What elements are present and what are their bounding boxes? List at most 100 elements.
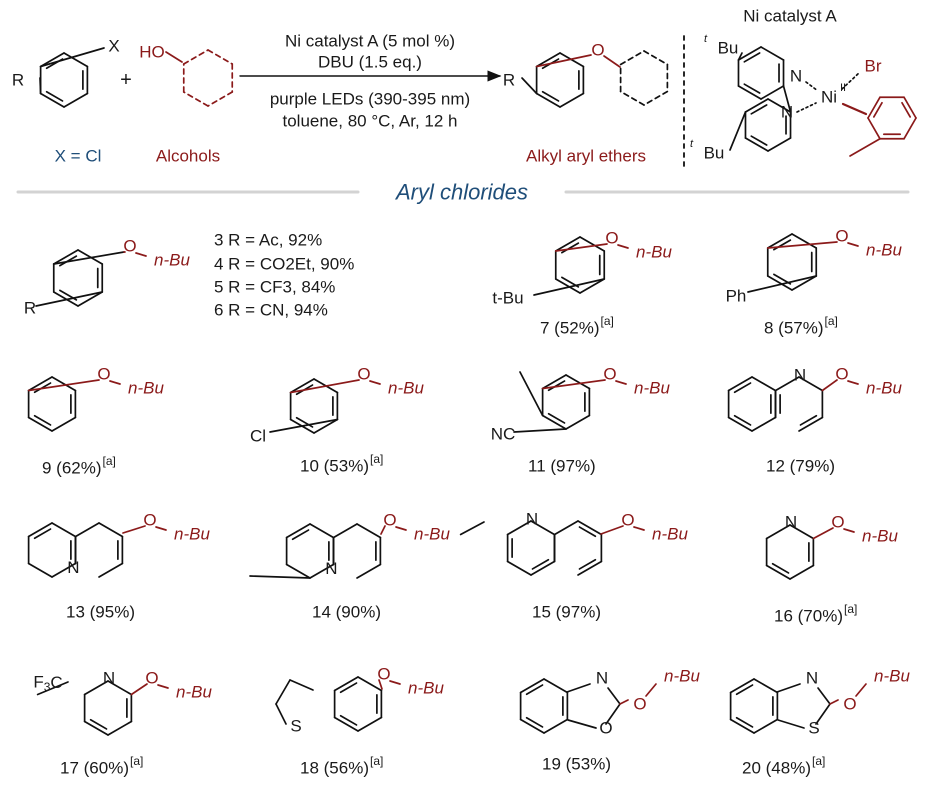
ring-bond <box>760 46 785 61</box>
oxygen-atom: O <box>835 227 848 246</box>
catalyst-tbu-top: Bu <box>718 39 739 58</box>
o-alkyl-bond <box>847 380 859 385</box>
ring-bond <box>98 522 124 538</box>
footnote-marker: [a] <box>844 602 857 616</box>
sulfur-atom: S <box>290 717 301 736</box>
ring-bond <box>519 718 545 734</box>
ring-bond <box>766 275 793 291</box>
ring-bond <box>579 278 606 294</box>
ring-bond <box>559 92 585 108</box>
compound-yield-label: 19 (53%) <box>542 755 611 774</box>
n-butyl-label: n-Bu <box>174 525 210 544</box>
bond <box>525 716 544 728</box>
cyclohexyl-bond <box>207 91 234 107</box>
ring-bond <box>798 376 824 392</box>
ring-bond <box>767 137 792 152</box>
n-butyl-label: n-Bu <box>128 379 164 398</box>
bond <box>849 137 881 157</box>
bond <box>45 90 64 102</box>
bond <box>872 101 883 118</box>
nitrogen-atom: N <box>325 559 337 578</box>
bond <box>459 521 485 536</box>
bond <box>275 703 287 725</box>
bond <box>645 683 657 697</box>
ring-bond <box>789 524 815 540</box>
ring-bond <box>867 96 881 119</box>
ring-bond <box>83 720 109 736</box>
footnote-marker: [a] <box>601 314 614 328</box>
n-butyl-label: n-Bu <box>664 667 700 686</box>
oxygen-atom: O <box>605 229 618 248</box>
o-alkyl-bond <box>615 380 627 385</box>
ring-bond <box>506 520 532 536</box>
bond <box>815 703 831 725</box>
oxygen-atom: O <box>835 365 848 384</box>
ring-bond <box>356 563 382 579</box>
bond <box>33 414 52 426</box>
chloro-label: Cl <box>250 427 266 446</box>
ring-bond <box>798 416 824 432</box>
compound-yield-label: 14 (90%) <box>312 603 381 622</box>
condition-solvent: toluene, 80 °C, Ar, 12 h <box>282 112 457 131</box>
ring-bond <box>357 716 383 732</box>
ring-bond <box>530 520 556 536</box>
ring-bond <box>729 678 755 694</box>
ring-bond <box>553 520 579 536</box>
ring-bond <box>765 524 791 540</box>
catalyst-title: Ni catalyst A <box>743 7 837 26</box>
ring-bond <box>27 376 53 392</box>
ring-bond <box>107 720 133 736</box>
o-alkyl-bond <box>395 526 407 531</box>
ring-bond <box>729 718 755 734</box>
footnote-marker: [a] <box>825 314 838 328</box>
ring-bond <box>753 718 779 734</box>
ring-bond <box>565 374 591 390</box>
compound-yield-label: 18 (56%) <box>300 759 369 778</box>
o-alkyl-bond <box>617 244 629 249</box>
bond <box>743 83 761 94</box>
ring-bond <box>530 560 556 576</box>
oxygen-atom: O <box>143 511 156 530</box>
oxygen-atom: O <box>831 513 844 532</box>
ring-bond <box>577 520 603 536</box>
aryl-o-bond <box>27 379 100 392</box>
r-group: R <box>24 299 36 318</box>
bond <box>603 55 621 68</box>
ring-bond <box>285 563 311 579</box>
bond <box>841 71 861 90</box>
footnote-marker: [a] <box>812 754 825 768</box>
bond <box>52 251 125 265</box>
n-butyl-label: n-Bu <box>388 379 424 398</box>
condition-catalyst: Ni catalyst A (5 mol %) <box>285 32 455 51</box>
nitrogen-atom: N <box>67 558 79 577</box>
cyano-label: NC <box>491 425 516 444</box>
x-equals-cl-label: X = Cl <box>55 147 102 166</box>
cyclohexyl-bond <box>182 49 209 65</box>
catalyst-nitrogen: N <box>790 67 802 86</box>
bond <box>531 558 550 570</box>
compound-yield-label: 9 (62%) <box>42 459 102 478</box>
bond <box>535 54 592 68</box>
o-alkyl-bond <box>847 242 859 247</box>
bond <box>799 414 818 426</box>
bromide-ligand: Br <box>865 57 882 76</box>
o-alkyl-bond <box>135 252 147 257</box>
aryl-o-bond <box>541 379 606 390</box>
bond <box>525 684 544 696</box>
ring-bond <box>541 374 567 390</box>
ring-bond <box>356 523 382 539</box>
ring-bond <box>74 522 100 538</box>
bond <box>578 526 597 538</box>
bond <box>735 684 754 696</box>
oxygen-atom: O <box>843 695 856 714</box>
bond <box>855 683 867 697</box>
ethers-label: Alkyl aryl ethers <box>526 147 646 166</box>
bond <box>605 703 621 725</box>
oxygen-atom: O <box>599 719 612 738</box>
ring-bond <box>535 92 561 108</box>
ring-bond <box>333 676 359 692</box>
bond <box>561 242 580 254</box>
bond <box>269 418 339 433</box>
compound-yield-label: 6 R = CN, 94% <box>214 301 328 320</box>
bond <box>773 239 792 251</box>
